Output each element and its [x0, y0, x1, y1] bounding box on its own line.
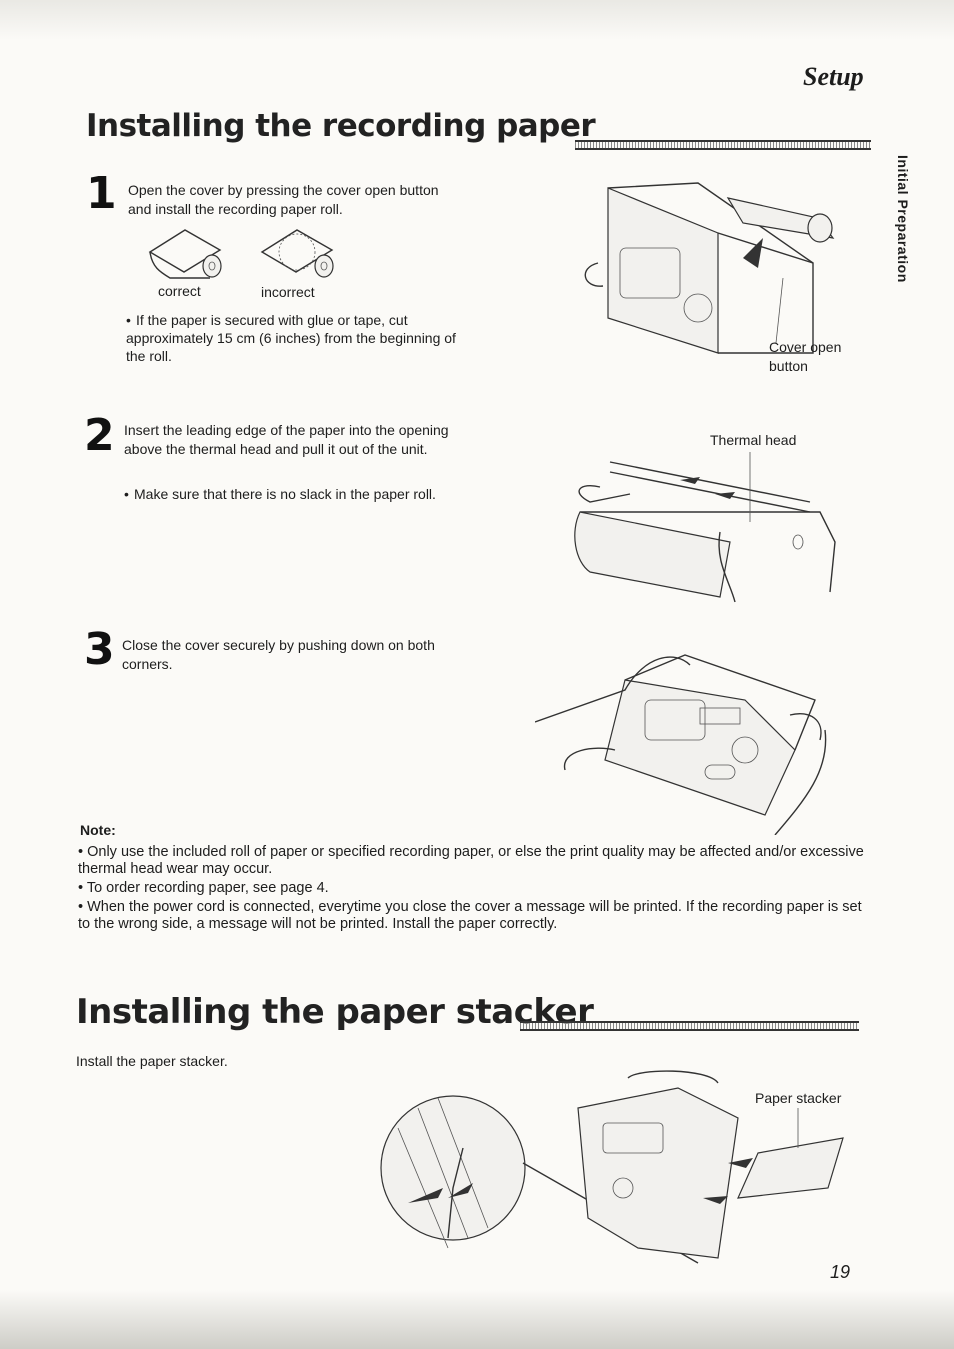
- correct-roll-icon: [148, 229, 222, 279]
- section-title-recording-paper: Installing the recording paper: [86, 108, 596, 144]
- page-shadow-top: [0, 0, 954, 40]
- callout-thermal-head: Thermal head: [710, 432, 797, 448]
- step-1-bullet-text: If the paper is secured with glue or tap…: [126, 312, 456, 364]
- incorrect-roll-icon: [260, 229, 334, 278]
- step-number-2: 2: [84, 410, 115, 461]
- close-cover-illustration: [535, 654, 827, 835]
- step-2-bullet: •Make sure that there is no slack in the…: [124, 486, 436, 502]
- section-header: Setup: [803, 62, 864, 91]
- note-list: • Only use the included roll of paper or…: [78, 844, 868, 935]
- title-rule: [575, 140, 871, 150]
- callout-paper-stacker: Paper stacker: [755, 1090, 842, 1106]
- roll-orientation-illustration: [148, 229, 334, 279]
- side-tab-label: Initial Preparation: [895, 155, 911, 283]
- page-shadow-bottom: [0, 1290, 954, 1349]
- fax-open-cover-illustration: [584, 182, 835, 354]
- step-3-text: Close the cover securely by pushing down…: [122, 637, 435, 672]
- paper-stacker-illustration: [380, 1070, 844, 1264]
- note-item: • When the power cord is connected, ever…: [78, 899, 862, 932]
- note-title: Note:: [80, 822, 116, 838]
- callout-cover-open-button: Cover open button: [769, 339, 842, 374]
- section-title-paper-stacker: Installing the paper stacker: [76, 992, 594, 1032]
- stacker-text: Install the paper stacker.: [76, 1053, 228, 1069]
- step-number-3: 3: [84, 624, 115, 675]
- note-item: • To order recording paper, see page 4.: [78, 880, 329, 896]
- step-1-text: Open the cover by pressing the cover ope…: [128, 182, 439, 217]
- step-2-text: Insert the leading edge of the paper int…: [124, 422, 449, 457]
- label-incorrect: incorrect: [261, 284, 315, 300]
- label-correct: correct: [158, 283, 201, 299]
- step-number-1: 1: [86, 168, 117, 219]
- title-rule: [520, 1021, 859, 1031]
- step-1-bullet: •If the paper is secured with glue or ta…: [126, 312, 456, 364]
- note-item: • Only use the included roll of paper or…: [78, 844, 864, 877]
- page-number: 19: [830, 1262, 851, 1282]
- step-2-bullet-text: Make sure that there is no slack in the …: [134, 486, 436, 502]
- thermal-head-illustration: [574, 452, 836, 603]
